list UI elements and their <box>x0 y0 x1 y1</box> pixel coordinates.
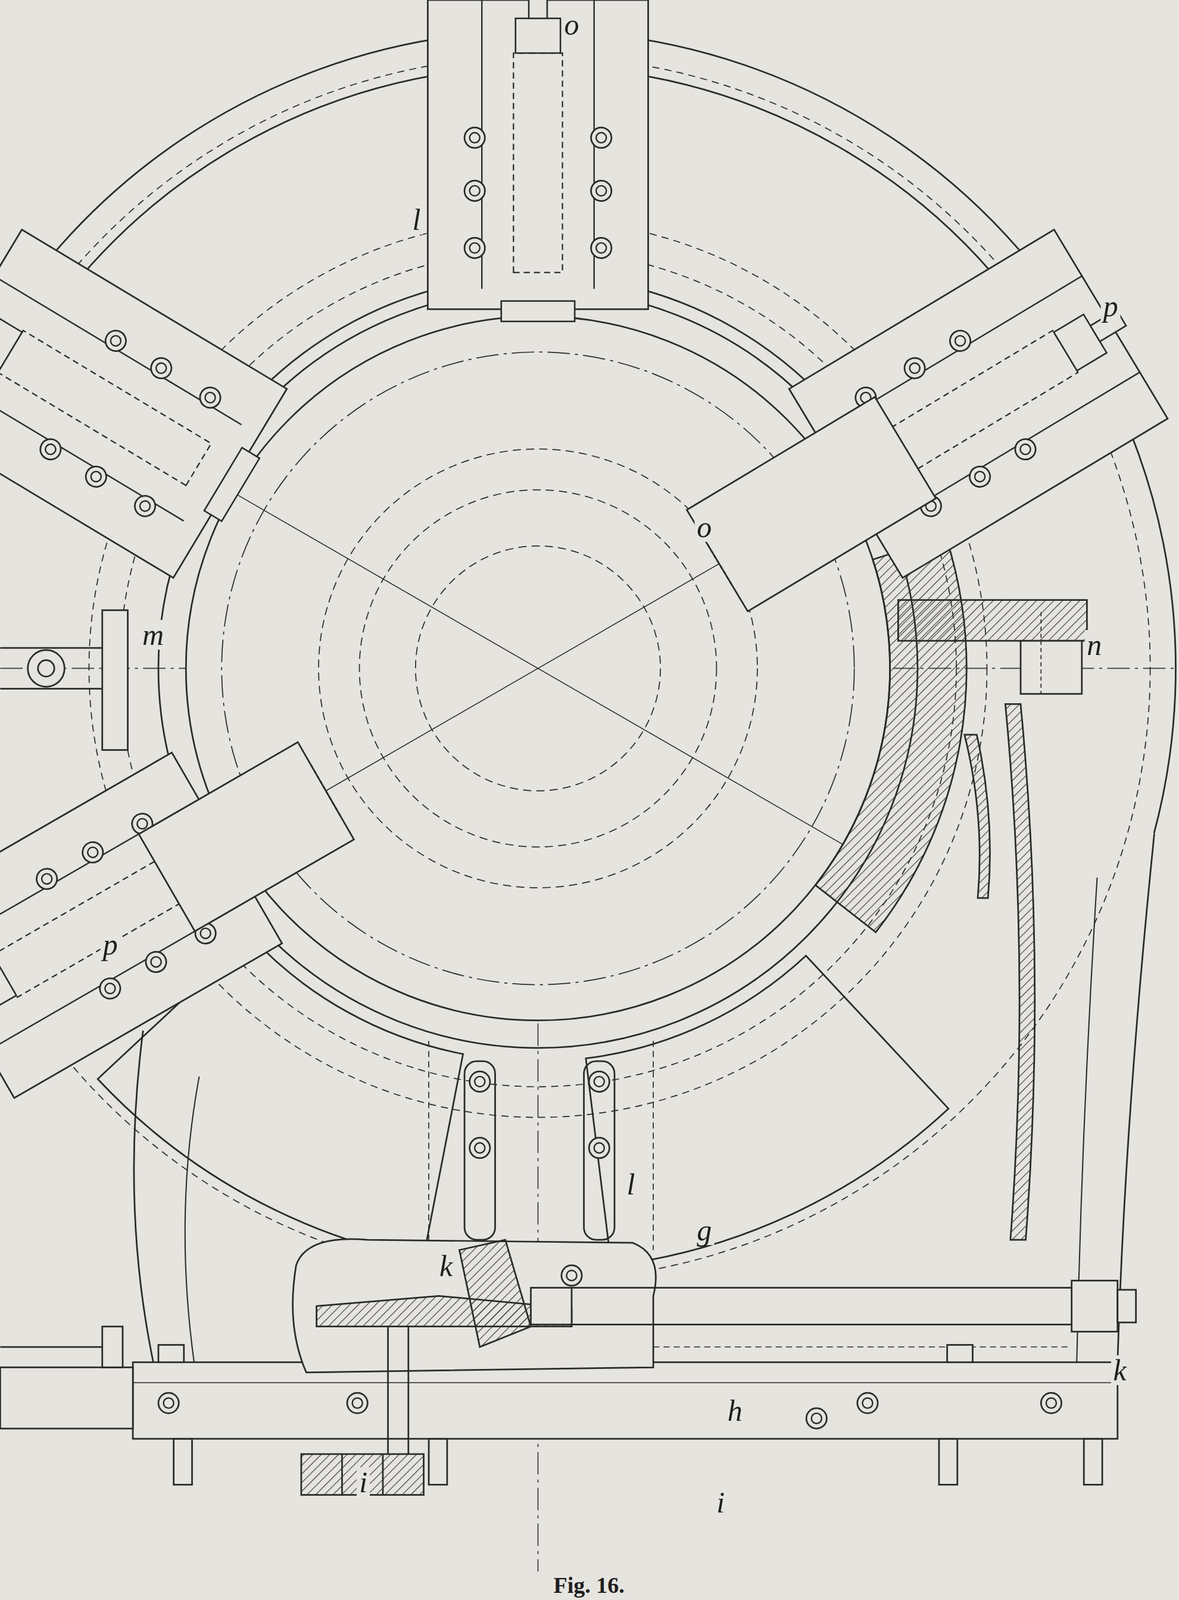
part-letter: p <box>100 929 121 960</box>
part-letter: o <box>562 9 582 40</box>
figure-caption: Fig. 16. <box>553 1573 625 1597</box>
part-letter: g <box>694 1215 714 1246</box>
part-letter: p <box>1100 291 1121 321</box>
part-letter: m <box>139 619 167 650</box>
part-letter: k <box>1110 1355 1129 1386</box>
part-letter: l <box>409 204 423 235</box>
part-letter: i <box>713 1487 728 1518</box>
part-letter: o <box>694 512 714 542</box>
part-letter: n <box>1084 629 1104 660</box>
part-letter: h <box>725 1395 745 1426</box>
part-letter: i <box>356 1467 370 1497</box>
part-letter: l <box>624 1169 638 1200</box>
part-letter: k <box>437 1251 455 1281</box>
